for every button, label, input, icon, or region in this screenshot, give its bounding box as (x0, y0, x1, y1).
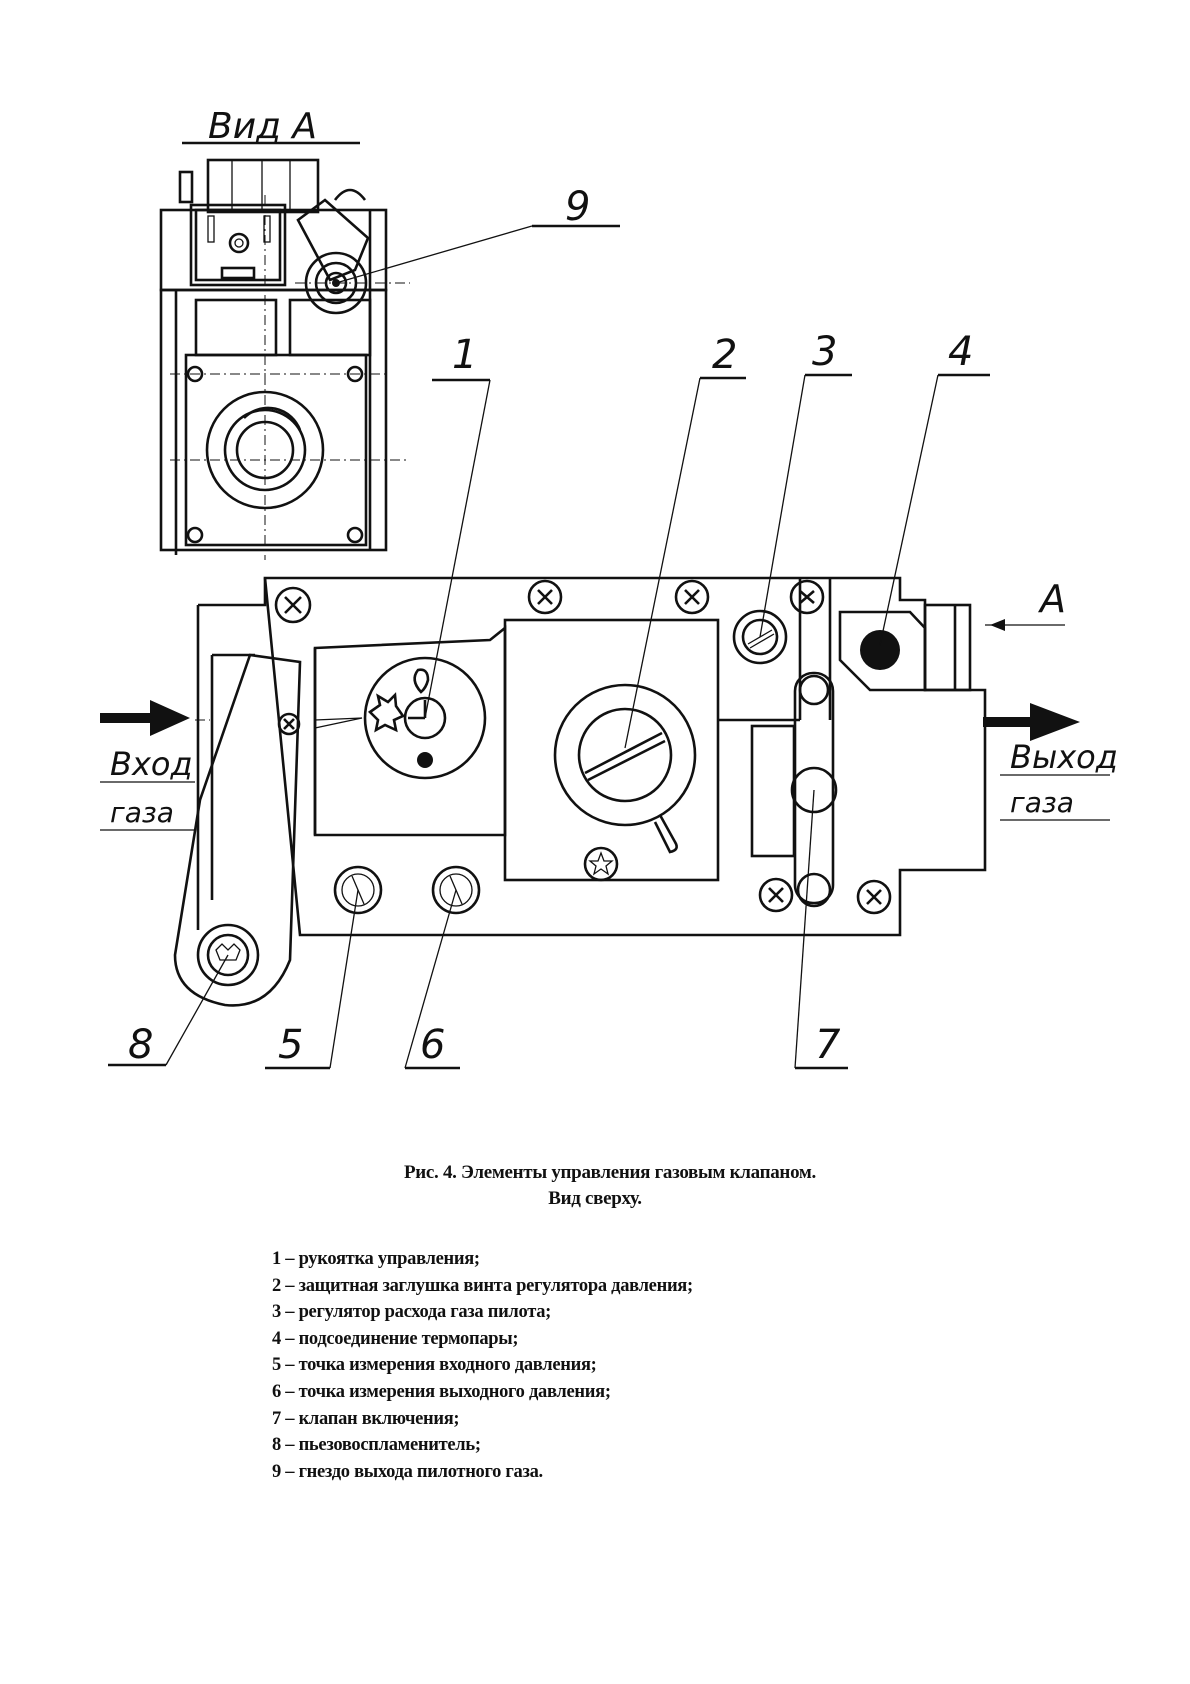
screw-6 (856, 879, 892, 915)
figure-caption-subtitle: Вид сверху. (548, 1188, 642, 1209)
legend-item-separator: – (280, 1275, 299, 1296)
callout-6: 6 (404, 889, 460, 1070)
legend-item: 6 – точка измерения выходного давления; (272, 1379, 693, 1406)
legend-item-number: 9 (272, 1461, 281, 1482)
view-a-actuator (206, 158, 320, 214)
start-valve-lever (750, 671, 838, 908)
callout-3: 3 (759, 329, 852, 638)
gas-valve-drawing: Вид А (100, 106, 1118, 1070)
callout-1: 1 (424, 332, 491, 719)
callout-1-label: 1 (452, 332, 477, 378)
legend-item: 2 – защитная заглушка винта регулятора д… (272, 1273, 693, 1300)
valve-top-view (173, 576, 987, 1007)
legend-item-text: регулятор расхода газа пилота; (298, 1302, 552, 1323)
legend-item-text: рукоятка управления; (298, 1249, 481, 1269)
thermocouple-socket (860, 630, 900, 670)
callout-4: 4 (879, 329, 990, 646)
screw-4 (789, 579, 825, 615)
callout-5-label: 5 (278, 1022, 303, 1068)
legend-item-number: 6 (272, 1381, 281, 1402)
view-a-marker-label: А (1037, 577, 1066, 621)
legend-item-separator: – (280, 1381, 299, 1402)
legend-item-separator: – (280, 1461, 299, 1482)
gas-outlet: Выход газа (983, 703, 1118, 821)
legend-item-number: 5 (272, 1355, 281, 1376)
pilot-flame-icon (413, 668, 430, 694)
pressure-regulator-cap (553, 683, 697, 854)
callout-4-label: 4 (948, 329, 973, 375)
piezo-igniter (173, 653, 302, 1007)
legend-item-separator: – (280, 1435, 299, 1456)
legend-item-text: точка измерения выходного давления; (298, 1381, 611, 1402)
inlet-label-line1: Вход (110, 745, 193, 783)
legend-item-text: подсоединение термопары; (298, 1328, 519, 1349)
inlet-arrow-icon (150, 700, 190, 736)
legend-item-number: 2 (272, 1275, 281, 1296)
legend-item: 5 – точка измерения входного давления; (272, 1352, 693, 1379)
legend-item-text: клапан включения; (298, 1408, 460, 1429)
figure-caption-title: Рис. 4. Элементы управления газовым клап… (403, 1162, 817, 1183)
legend-item-text: пьезовоспламенитель; (298, 1435, 481, 1456)
pilot-gas-outlet (304, 251, 368, 315)
control-knob (314, 656, 487, 780)
legend-item: 3 – регулятор расхода газа пилота; (272, 1299, 693, 1326)
screw-2 (527, 579, 563, 615)
legend-item: 8 – пьезовоспламенитель; (272, 1432, 693, 1459)
screw-1 (274, 586, 312, 624)
callout-3-label: 3 (812, 329, 837, 375)
star-screw (583, 846, 619, 882)
screw-5 (758, 877, 794, 913)
legend-item-text: точка измерения входного давления; (298, 1355, 597, 1376)
gas-inlet: Вход газа (100, 700, 195, 831)
legend-item-text: защитная заглушка винта регулятора давле… (298, 1275, 694, 1296)
legend-item-separator: – (280, 1249, 299, 1269)
legend-item-separator: – (280, 1408, 299, 1429)
legend-item-number: 7 (272, 1408, 281, 1429)
legend-item-separator: – (280, 1355, 299, 1376)
legend-item-number: 3 (272, 1302, 281, 1323)
legend-item: 4 – подсоединение термопары; (272, 1326, 693, 1353)
callout-9-label: 9 (565, 184, 590, 230)
inlet-label-line2: газа (110, 796, 174, 829)
ignition-spark-icon (367, 692, 405, 733)
legend-item: 9 – гнездо выхода пилотного газа. (272, 1459, 693, 1486)
view-a: Вид А (159, 106, 410, 560)
legend-item-separator: – (280, 1328, 299, 1349)
legend-item: 1 – рукоятка управления; (272, 1246, 693, 1273)
view-a-title: Вид А (208, 106, 317, 147)
callout-5: 5 (265, 889, 359, 1070)
callout-2: 2 (624, 332, 746, 749)
screw-7 (277, 712, 301, 736)
legend-item-number: 1 (272, 1249, 281, 1269)
pilot-flow-regulator (732, 609, 788, 665)
screw-3 (674, 579, 710, 615)
callout-2-label: 2 (712, 332, 737, 378)
legend-item-number: 8 (272, 1435, 281, 1456)
off-dot-icon (417, 752, 433, 768)
outlet-arrow-icon (1030, 703, 1080, 741)
callout-8: 8 (108, 954, 229, 1068)
legend-item: 7 – клапан включения; (272, 1406, 693, 1433)
legend-item-text: гнездо выхода пилотного газа. (298, 1461, 544, 1482)
legend-list: 1 – рукоятка управления;2 – защитная заг… (272, 1246, 693, 1485)
view-a-connector (189, 203, 287, 287)
callout-7-label: 7 (815, 1022, 841, 1068)
outlet-label-line2: газа (1010, 786, 1074, 819)
legend-item-number: 4 (272, 1328, 281, 1349)
callout-9: 9 (335, 184, 620, 284)
callout-6-label: 6 (420, 1022, 445, 1068)
outlet-label-line1: Выход (1010, 738, 1118, 776)
legend-item-separator: – (280, 1302, 299, 1323)
callout-8-label: 8 (128, 1022, 153, 1068)
callout-7: 7 (794, 789, 848, 1070)
view-a-direction: А (985, 577, 1066, 631)
